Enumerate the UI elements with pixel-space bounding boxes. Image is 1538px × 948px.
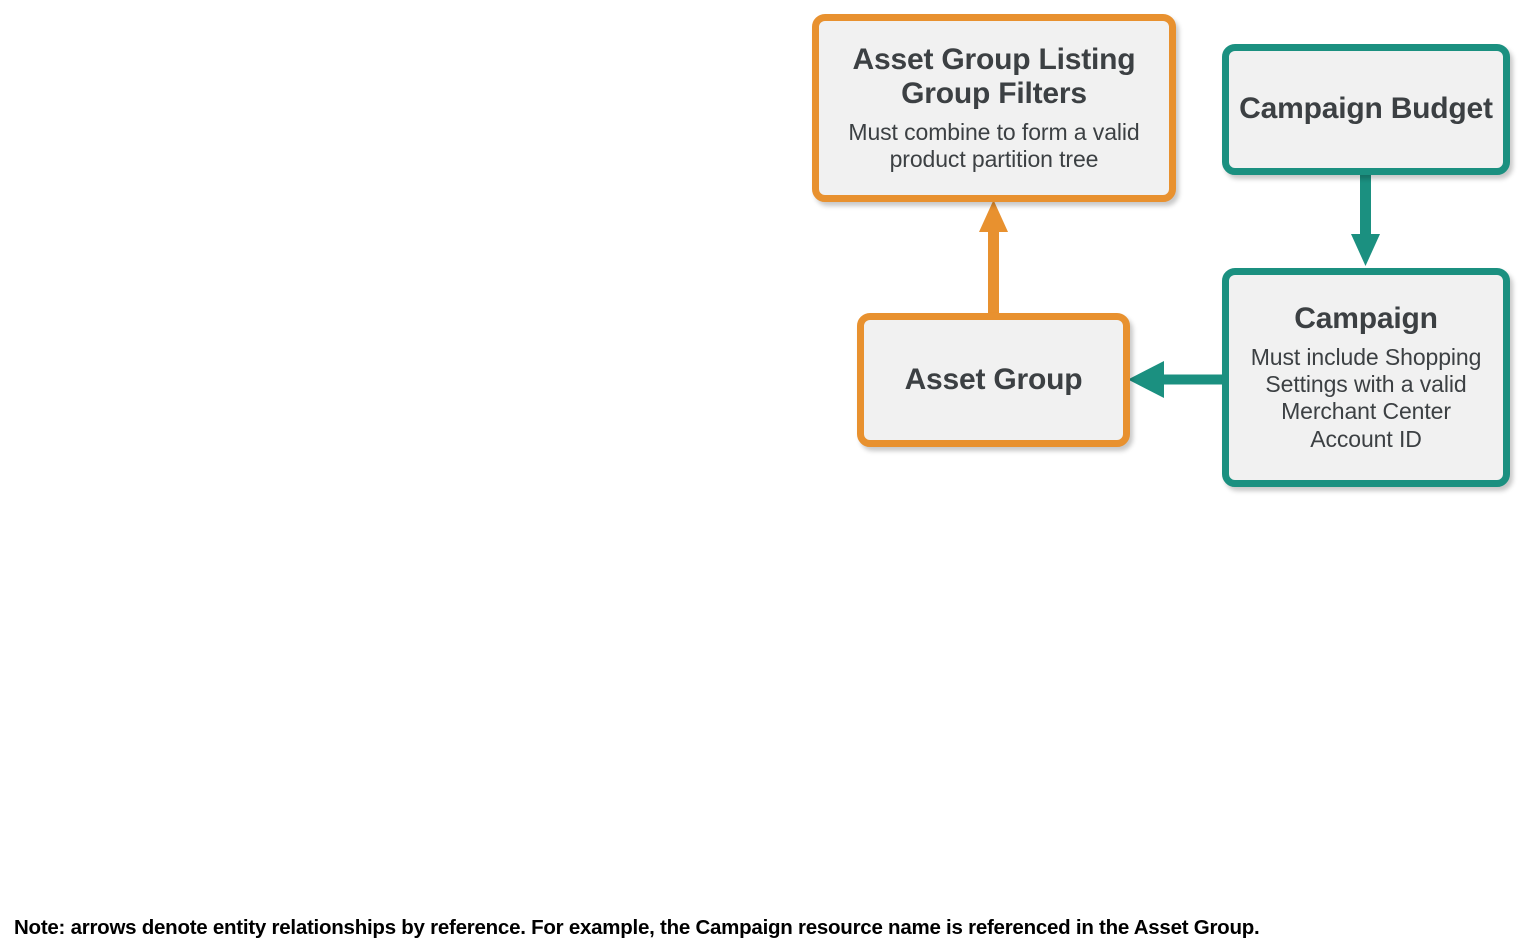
arrow-campaign-to-asset-group — [1128, 361, 1226, 398]
node-asset-group[interactable]: Asset Group — [857, 313, 1130, 447]
node-title: Asset Group — [904, 362, 1083, 396]
node-campaign[interactable]: Campaign Must include Shopping Settings … — [1222, 268, 1510, 487]
arrow-asset-group-to-filters — [979, 200, 1008, 315]
node-title: Asset Group Listing Group Filters — [852, 42, 1136, 111]
node-title: Campaign — [1294, 302, 1438, 336]
node-description: Must combine to form a valid product par… — [848, 119, 1140, 173]
arrow-campaign-budget-to-campaign — [1351, 172, 1380, 266]
node-title: Campaign Budget — [1239, 92, 1493, 126]
node-campaign-budget[interactable]: Campaign Budget — [1222, 44, 1510, 175]
node-description: Must include Shopping Settings with a va… — [1250, 344, 1482, 452]
diagram-footnote: Note: arrows denote entity relationships… — [14, 916, 1260, 939]
node-asset-group-listing-group-filters[interactable]: Asset Group Listing Group Filters Must c… — [812, 14, 1176, 202]
